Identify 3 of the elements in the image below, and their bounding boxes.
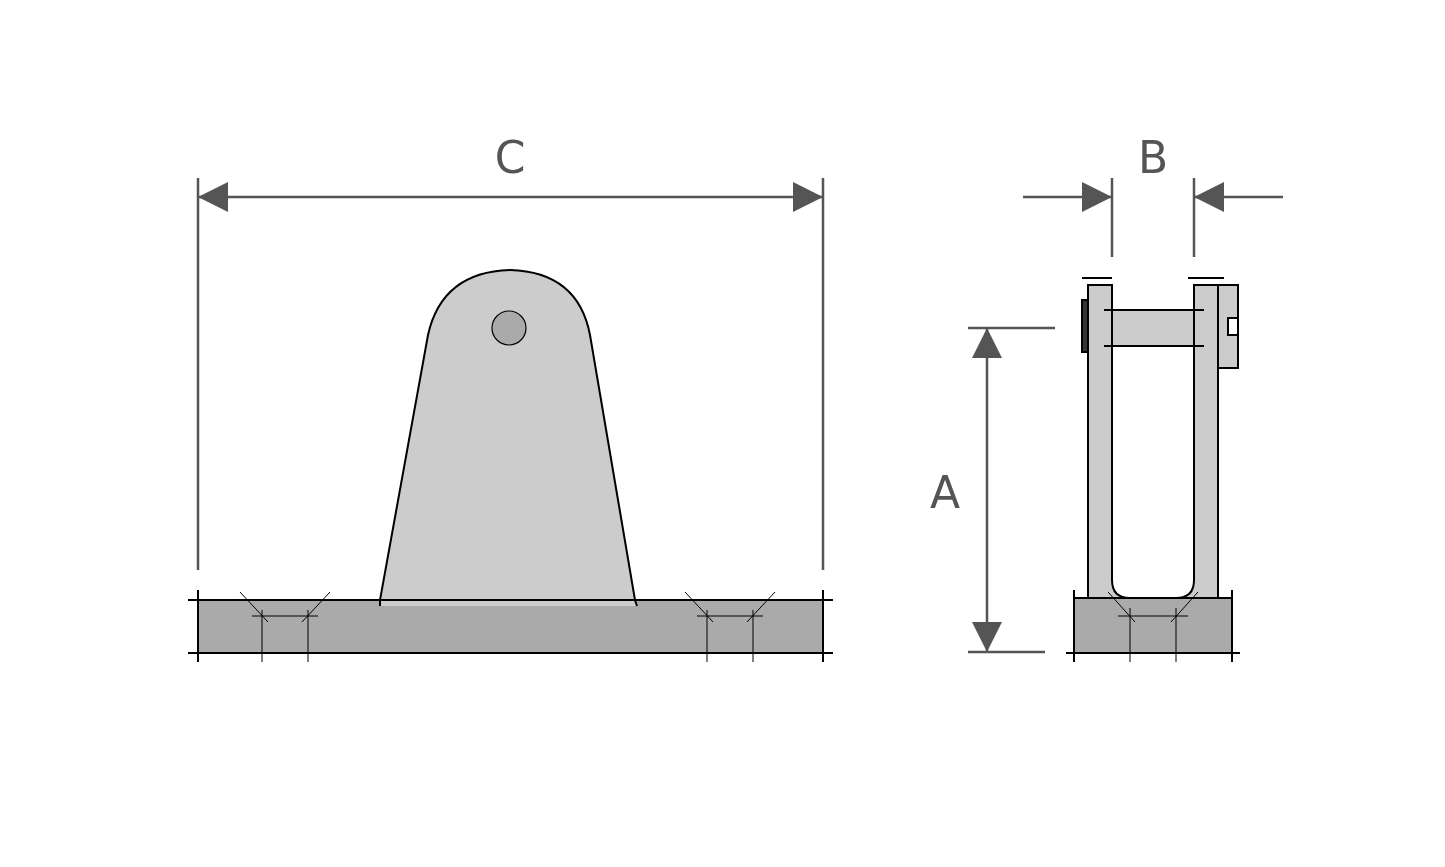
dimension-label: B bbox=[1137, 136, 1169, 180]
dimension-label: C bbox=[494, 136, 526, 180]
dimension-label: A bbox=[929, 471, 961, 515]
